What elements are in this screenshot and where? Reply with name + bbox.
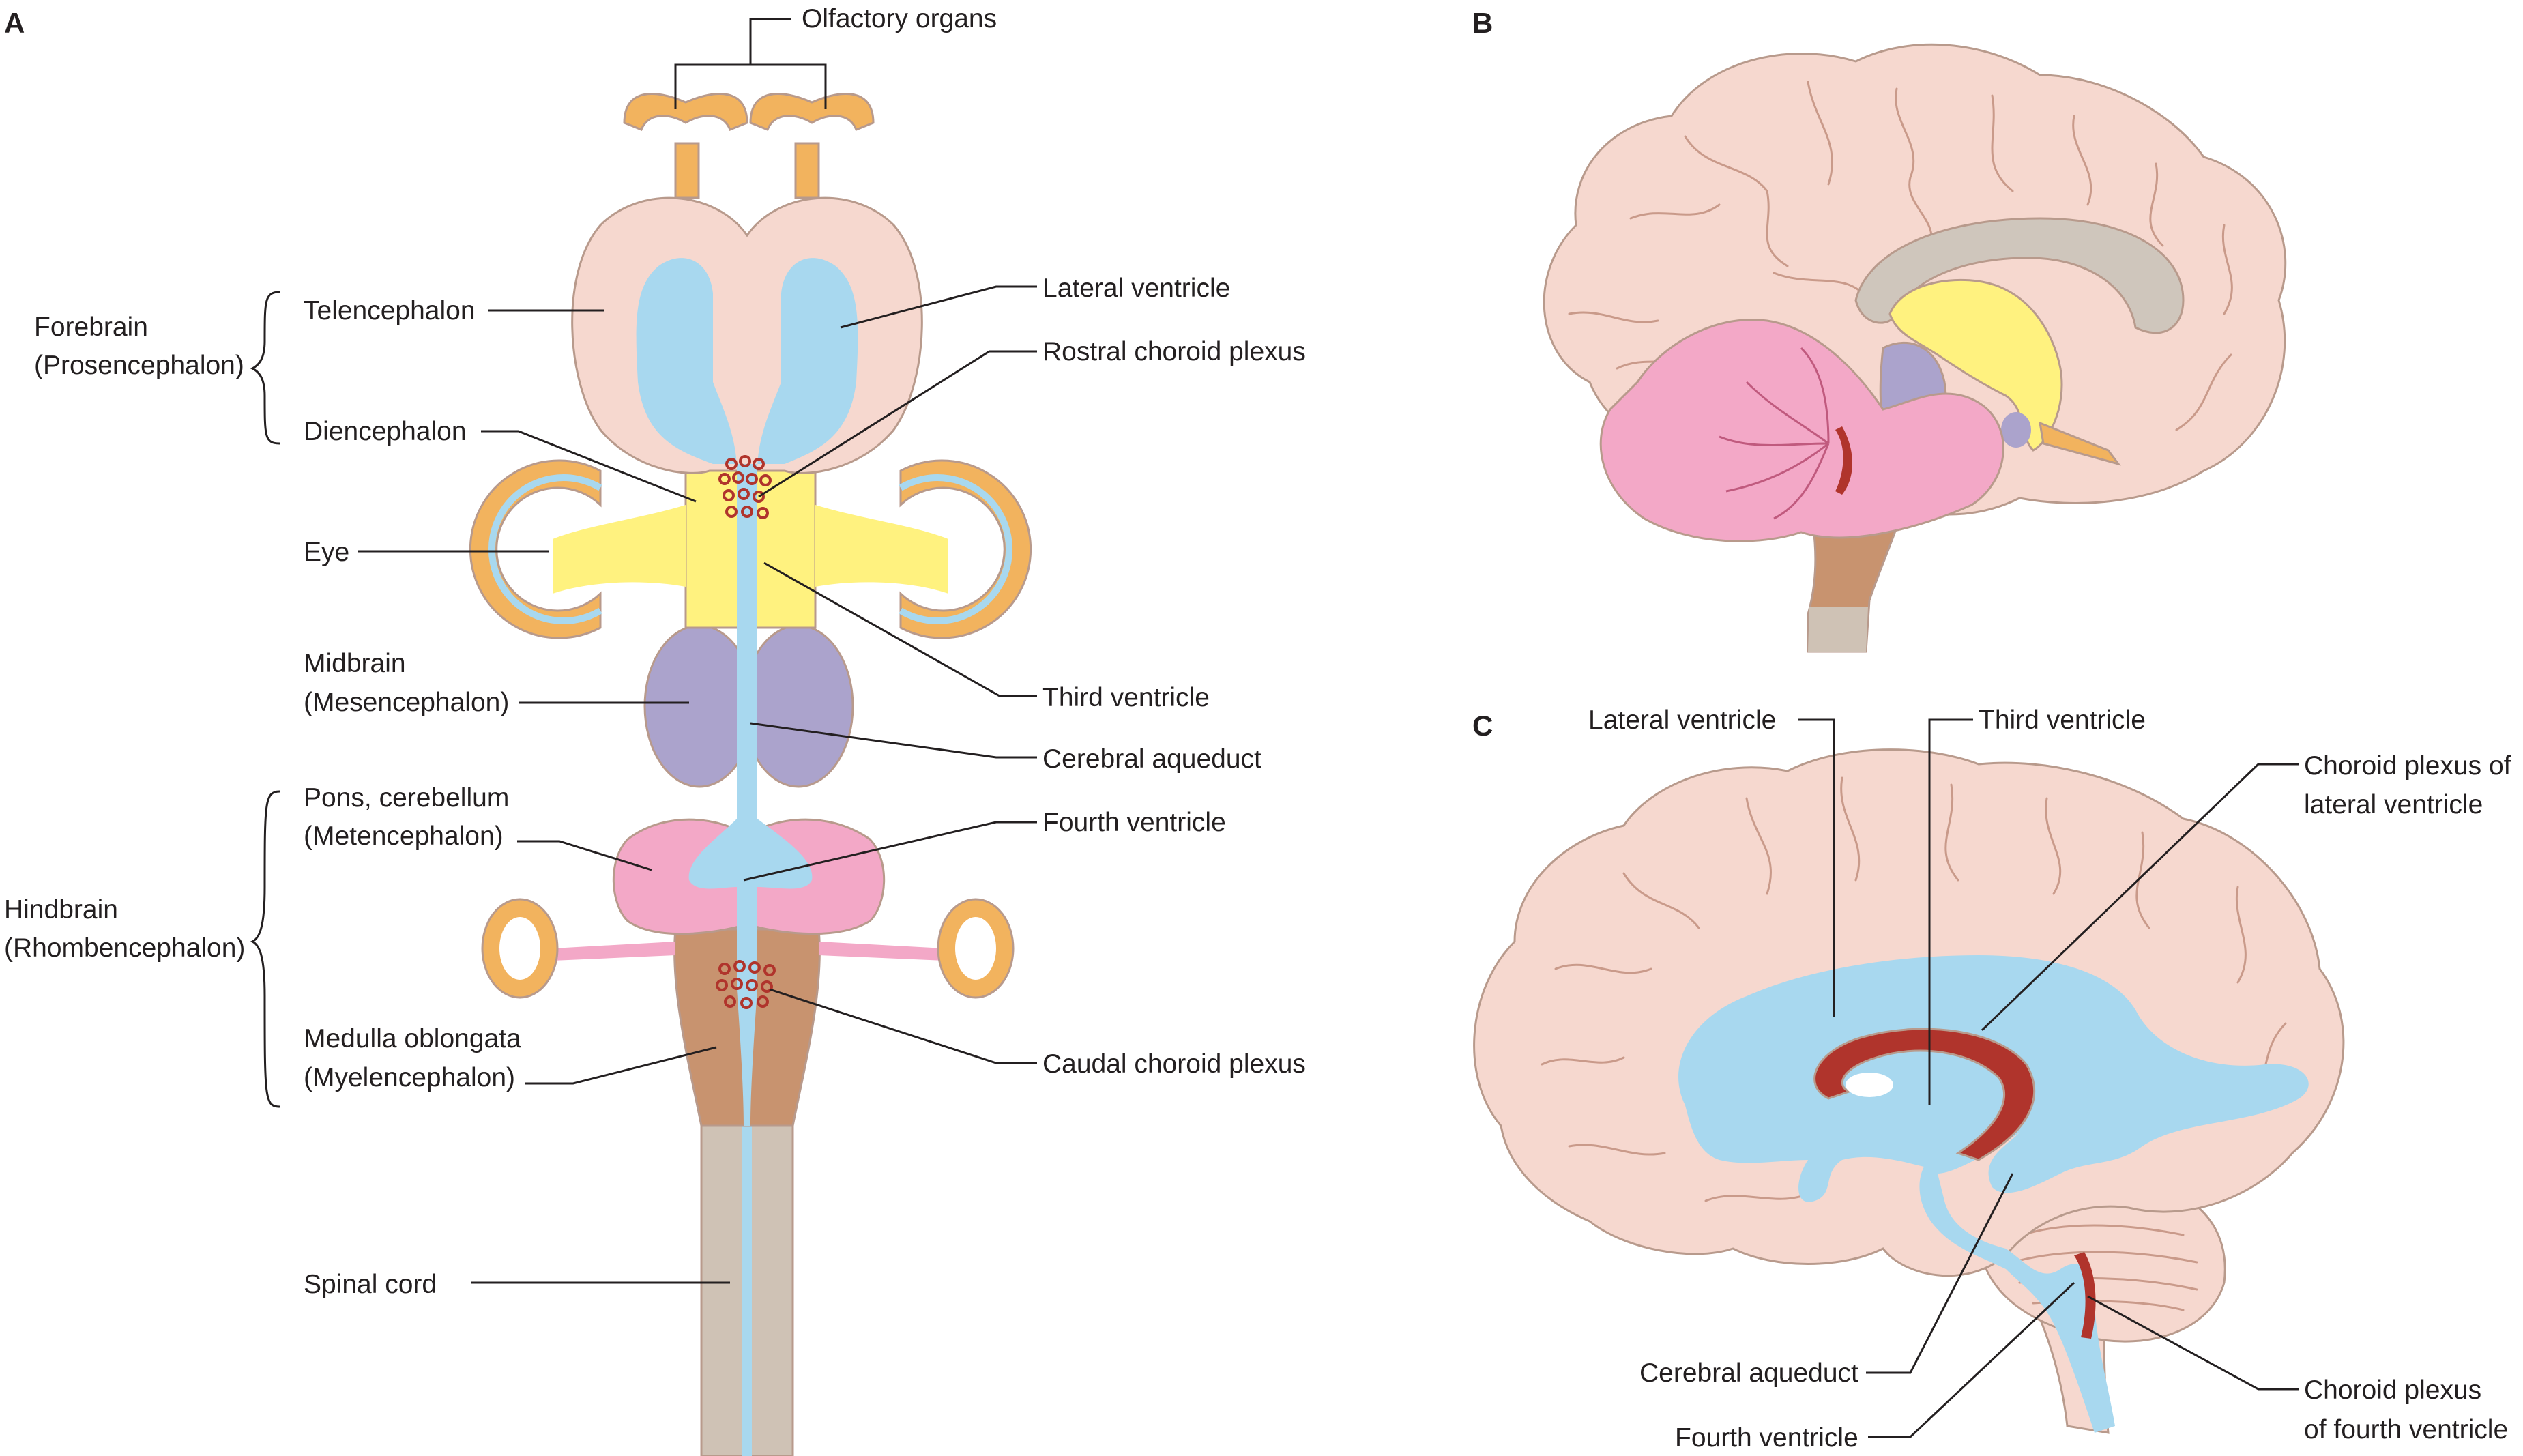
label-cerebral-aqueduct-a: Cerebral aqueduct [1042, 744, 1262, 774]
label-choroid-lateral-1: Choroid plexus of [2304, 751, 2511, 781]
telencephalon-shape [571, 196, 923, 474]
leader-fourth-ventricle-c [1868, 1281, 2075, 1438]
leader-rostral-choroid-plexus [758, 350, 1037, 498]
label-metencephalon: (Metencephalon) [304, 821, 504, 851]
leader-diencephalon [481, 430, 697, 503]
b-gyri [1568, 81, 2233, 431]
panel-c: C [1472, 705, 2511, 1453]
label-cerebral-aqueduct-c: Cerebral aqueduct [1639, 1358, 1858, 1388]
olfactory-bracket [674, 18, 827, 109]
label-lateral-ventricle-a: Lateral ventricle [1042, 274, 1230, 303]
left-eye [469, 459, 602, 639]
label-third-ventricle-a: Third ventricle [1042, 683, 1210, 712]
label-myelencephalon: (Myelencephalon) [304, 1063, 515, 1092]
central-canal [742, 1126, 752, 1456]
left-otic-ganglion [481, 898, 559, 999]
label-forebrain: Forebrain [34, 312, 148, 342]
panel-a-letter: A [4, 7, 25, 39]
b-fourth-choroid [1835, 426, 1852, 495]
label-eye: Eye [304, 538, 349, 567]
c-choroid-fourth [2074, 1252, 2096, 1339]
c-choroid-lateral [1813, 1028, 2036, 1161]
left-optic-stalk [553, 505, 686, 594]
leader-fourth-ventricle-a [743, 821, 1037, 882]
right-otic-ganglion [937, 898, 1015, 999]
label-rostral-choroid-plexus: Rostral choroid plexus [1042, 337, 1306, 366]
b-arbor-vitae [1719, 347, 1830, 520]
leader-cerebral-aqueduct-a [750, 722, 1037, 759]
label-midbrain: Midbrain [304, 649, 406, 678]
label-choroid-fourth-1: Choroid plexus [2304, 1375, 2481, 1405]
label-spinal-cord: Spinal cord [304, 1270, 437, 1299]
label-caudal-choroid-plexus: Caudal choroid plexus [1042, 1049, 1306, 1079]
b-spinal-cord [1808, 607, 1868, 652]
leader-myelencephalon [525, 1046, 717, 1085]
panel-b: B [1472, 7, 2287, 653]
caudal-choroid-plexus [716, 960, 776, 1009]
forebrain-brace [250, 291, 280, 445]
hindbrain-brace [250, 790, 280, 1108]
ventricular-system-a [636, 258, 858, 1126]
right-nerve [819, 942, 945, 961]
label-mesencephalon: (Mesencephalon) [304, 688, 509, 717]
olfactory-organs [623, 93, 875, 199]
leader-third-ventricle-c [1928, 718, 1973, 1105]
panel-c-letter: C [1472, 710, 1493, 742]
label-fourth-ventricle-c: Fourth ventricle [1675, 1423, 1858, 1453]
right-optic-stalk [815, 505, 948, 594]
label-pons: Pons, cerebellum [304, 783, 509, 813]
b-cerebellum-pons [1599, 319, 2004, 542]
leader-lateral-ventricle-c [1798, 718, 1835, 1017]
label-rhombencephalon: (Rhombencephalon) [4, 933, 245, 963]
label-prosencephalon: (Prosencephalon) [34, 351, 244, 380]
leader-third-ventricle-a [763, 562, 1037, 697]
label-choroid-lateral-2: lateral ventricle [2304, 790, 2483, 819]
leader-cerebral-aqueduct-c [1866, 1173, 2014, 1374]
label-fourth-ventricle-a: Fourth ventricle [1042, 808, 1226, 837]
leader-lateral-ventricle-a [840, 285, 1037, 329]
leader-choroid-fourth [2087, 1295, 2299, 1391]
b-optic-tract [2039, 421, 2121, 466]
right-eye [899, 459, 1032, 639]
label-lateral-ventricle-c: Lateral ventricle [1588, 705, 1776, 735]
panel-a: A [4, 4, 1306, 1456]
label-diencephalon: Diencephalon [304, 417, 467, 446]
leader-choroid-lateral [1981, 763, 2299, 1032]
label-hindbrain: Hindbrain [4, 895, 118, 924]
left-nerve [553, 942, 675, 961]
label-third-ventricle-c: Third ventricle [1979, 705, 2146, 735]
panel-b-letter: B [1472, 7, 1493, 39]
label-olfactory-organs: Olfactory organs [802, 4, 997, 33]
label-telencephalon: Telencephalon [304, 296, 476, 325]
label-medulla: Medulla oblongata [304, 1024, 521, 1053]
label-choroid-fourth-2: of fourth ventricle [2304, 1415, 2508, 1444]
mesencephalon-right [742, 624, 854, 788]
leader-metencephalon [517, 840, 652, 871]
leader-caudal-choroid-plexus [769, 988, 1037, 1064]
c-interventricular-gap [1846, 1073, 1893, 1097]
rostral-choroid-plexus [718, 455, 772, 519]
b-hypophysis [2001, 412, 2031, 448]
